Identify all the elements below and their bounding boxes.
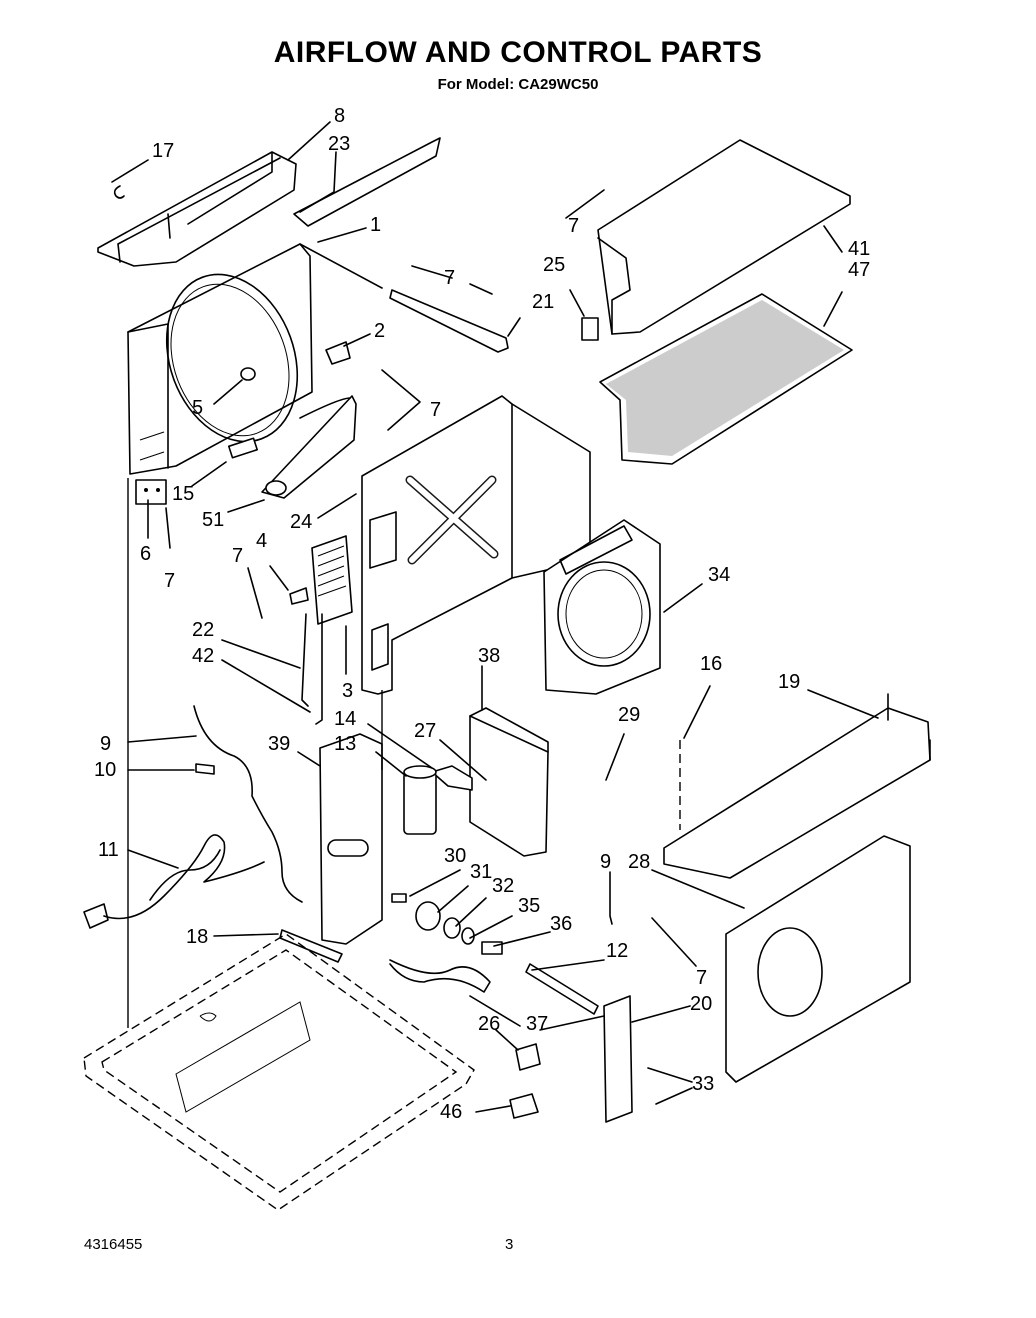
part-42-rod xyxy=(315,613,323,725)
model-subtitle: For Model: CA29WC50 xyxy=(437,76,599,93)
callout-11: 11 xyxy=(98,839,119,861)
part-12-thermostat xyxy=(525,963,599,1015)
part-10-screw xyxy=(195,763,215,775)
leader-lines xyxy=(111,121,879,1113)
callout-10: 10 xyxy=(94,759,116,781)
callout-47: 47 xyxy=(848,259,870,281)
callout-7: 7 xyxy=(696,967,707,989)
callout-17: 17 xyxy=(152,140,174,162)
callout-39: 39 xyxy=(268,733,290,755)
callout-2: 2 xyxy=(374,320,385,342)
callout-42: 42 xyxy=(192,645,214,667)
callout-38: 38 xyxy=(478,645,500,667)
callout-14: 14 xyxy=(334,708,356,730)
part-25-clip xyxy=(581,317,599,341)
part-23-strip xyxy=(293,137,441,227)
callout-7: 7 xyxy=(444,267,455,289)
callout-18: 18 xyxy=(186,926,208,948)
callout-36: 36 xyxy=(550,913,572,935)
callout-19: 19 xyxy=(778,671,800,693)
part-17-clip xyxy=(113,185,125,199)
control-switch-stack xyxy=(391,893,503,955)
callout-31: 31 xyxy=(470,861,492,883)
part-9-ground-wire xyxy=(193,705,303,903)
part-37-harness xyxy=(389,959,491,993)
callout-4: 4 xyxy=(256,530,267,552)
callout-28: 28 xyxy=(628,851,650,873)
part-13-capacitor xyxy=(403,765,437,835)
part-24-partition xyxy=(361,395,591,695)
part-3-control-grille xyxy=(289,535,353,625)
part-34-blower-housing xyxy=(543,519,661,695)
part-21-bracket xyxy=(389,289,509,353)
callout-1: 1 xyxy=(370,214,381,236)
part-26-switch xyxy=(515,1043,541,1071)
document-number: 4316455 xyxy=(84,1236,143,1253)
callout-26: 26 xyxy=(478,1013,500,1035)
part-8-top-panel xyxy=(97,151,297,267)
callout-41: 41 xyxy=(848,238,870,260)
callout-23: 23 xyxy=(328,133,350,155)
callout-6: 6 xyxy=(140,543,151,565)
part-38-control-bracket xyxy=(469,707,549,857)
callout-13: 13 xyxy=(334,733,356,755)
callout-33: 33 xyxy=(692,1073,714,1095)
callout-35: 35 xyxy=(518,895,540,917)
part-15-foam xyxy=(227,437,259,459)
callout-20: 20 xyxy=(690,993,712,1015)
part-22-rod xyxy=(301,613,309,707)
part-18-strip xyxy=(279,929,343,963)
callout-9: 9 xyxy=(100,733,111,755)
callout-8: 8 xyxy=(334,105,345,127)
callout-3: 3 xyxy=(342,680,353,702)
base-pan xyxy=(83,933,475,1211)
part-47-filter xyxy=(599,293,853,465)
page-title: AIRFLOW AND CONTROL PARTS xyxy=(273,36,763,69)
callout-37: 37 xyxy=(526,1013,548,1035)
part-2-bracket xyxy=(325,341,351,365)
callout-34: 34 xyxy=(708,564,730,586)
callout-15: 15 xyxy=(172,483,194,505)
callout-7: 7 xyxy=(430,399,441,421)
callout-24: 24 xyxy=(290,511,312,533)
part-28-orifice-panel xyxy=(725,835,911,1083)
callout-30: 30 xyxy=(444,845,466,867)
callout-25: 25 xyxy=(543,254,565,276)
part-6-bracket xyxy=(135,479,167,505)
callout-5: 5 xyxy=(192,397,203,419)
callout-22: 22 xyxy=(192,619,214,641)
callout-32: 32 xyxy=(492,875,514,897)
part-14-strap xyxy=(431,765,473,791)
part-51-deflector xyxy=(261,395,357,499)
callout-7: 7 xyxy=(568,215,579,237)
part-46-switch xyxy=(509,1093,539,1119)
callout-21: 21 xyxy=(532,291,554,313)
page-number: 3 xyxy=(505,1236,514,1253)
callout-7: 7 xyxy=(164,570,175,592)
callout-9: 9 xyxy=(600,851,611,873)
part-41-cover xyxy=(597,139,851,335)
part-11-power-cord xyxy=(83,834,265,929)
part-1-shroud xyxy=(127,243,383,475)
callout-27: 27 xyxy=(414,720,436,742)
callout-labels: 17 8 23 1 7 7 25 21 41 47 2 5 7 15 51 24… xyxy=(94,105,870,1123)
part-20-bracket xyxy=(539,995,633,1123)
callout-12: 12 xyxy=(606,940,628,962)
callout-46: 46 xyxy=(440,1101,462,1123)
callout-29: 29 xyxy=(618,704,640,726)
part-39-control-panel xyxy=(319,733,383,945)
part-19-top-panel xyxy=(663,693,931,879)
callout-51: 51 xyxy=(202,509,224,531)
callout-7: 7 xyxy=(232,545,243,567)
callout-16: 16 xyxy=(700,653,722,675)
